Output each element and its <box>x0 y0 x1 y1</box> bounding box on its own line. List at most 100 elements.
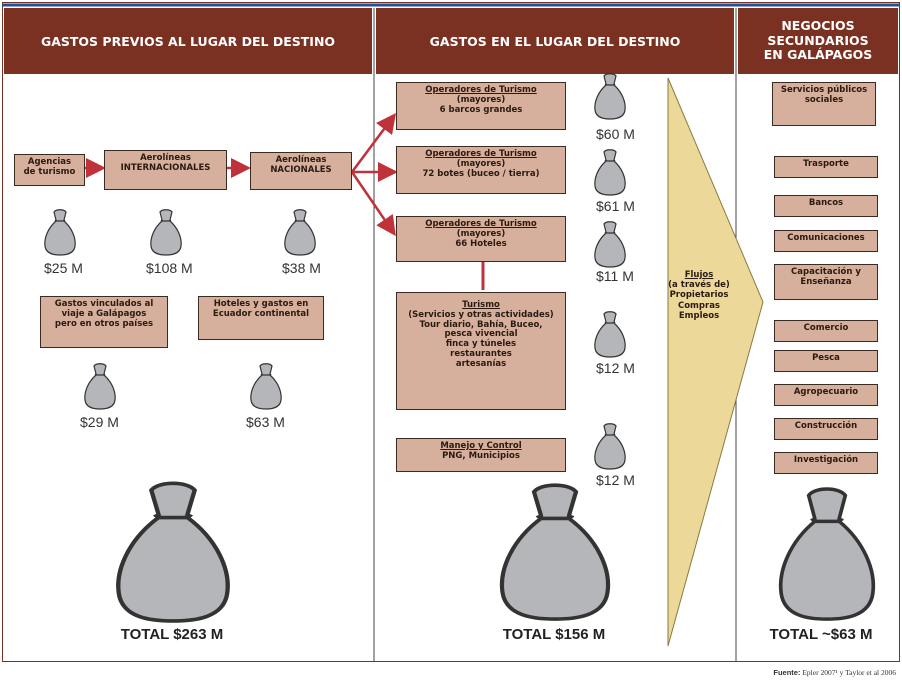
box-agencias-turismo: Agencias de turismo <box>14 154 85 186</box>
box-line: Agropecuario <box>793 387 859 397</box>
box-line: NACIONALES <box>270 164 332 175</box>
box-line: Servicios públicos <box>780 85 868 95</box>
header-negocios-line: EN GALÁPAGOS <box>763 47 873 63</box>
box-line: pero en otros países <box>54 318 154 329</box>
amount-gastos-vinculados: $29 M <box>80 414 119 430</box>
box-line: Trasporte <box>803 159 849 169</box>
box-trasporte: Trasporte <box>774 156 878 178</box>
flow-label: Flujos (a través de) Propietarios Compra… <box>668 270 730 321</box>
total-gastos-lugar: TOTAL $156 M <box>502 626 606 643</box>
header-negocios: NEGOCIOS SECUNDARIOS EN GALÁPAGOS <box>738 8 898 74</box>
box-bancos: Bancos <box>774 195 878 217</box>
box-line: Enseñanza <box>800 276 852 287</box>
box-line: de turismo <box>23 166 76 177</box>
money-bag-icon <box>44 209 76 256</box>
source-text: Epler 2007¹ y Taylor et al 2006 <box>802 668 896 677</box>
box-line: Aerolíneas <box>275 155 327 165</box>
box-line: Ecuador continental <box>212 308 310 319</box>
flow-line: Compras <box>677 300 720 311</box>
box-title: Turismo <box>462 300 500 310</box>
amount-agencias: $25 M <box>44 260 83 276</box>
diagram-frame: GASTOS PREVIOS AL LUGAR DEL DESTINO GAST… <box>2 2 900 662</box>
money-bag-icon <box>284 209 316 256</box>
money-bag-icon <box>594 423 626 470</box>
amount-aerolineas-nacionales: $38 M <box>282 260 321 276</box>
box-title: Manejo y Control <box>440 441 522 451</box>
box-line: finca y túneles <box>445 339 517 350</box>
source-label: Fuente: <box>773 668 801 677</box>
amount-manejo-control: $12 M <box>596 472 635 488</box>
box-title: Operadores de Turismo <box>425 149 537 159</box>
amount-turismo: $12 M <box>596 360 635 376</box>
box-aerolineas-internacionales: Aerolíneas INTERNACIONALES <box>104 150 227 190</box>
box-line: (Servicios y otras actividades) <box>408 309 554 320</box>
source-note: Fuente: Epler 2007¹ y Taylor et al 2006 <box>773 668 896 677</box>
box-line: Capacitación y <box>791 267 861 277</box>
box-line: Hoteles y gastos en <box>213 299 309 309</box>
box-line: Comunicaciones <box>787 233 865 243</box>
money-bag-large-icon <box>108 478 238 624</box>
box-line: Comercio <box>803 323 849 333</box>
box-turismo-servicios: Turismo (Servicios y otras actividades) … <box>396 292 566 410</box>
box-comercio: Comercio <box>774 320 878 342</box>
money-bag-icon <box>594 221 626 268</box>
box-line: artesanías <box>455 358 507 369</box>
header-negocios-line: SECUNDARIOS <box>767 32 869 48</box>
box-operadores-hoteles: Operadores de Turismo (mayores) 66 Hotel… <box>396 216 566 262</box>
header-gastos-previos-text: GASTOS PREVIOS AL LUGAR DEL DESTINO <box>40 33 336 49</box>
total-gastos-previos: TOTAL $263 M <box>120 626 224 643</box>
money-bag-icon <box>150 209 182 256</box>
box-line: 72 botes (buceo / tierra) <box>422 168 540 179</box>
flow-title: Flujos <box>684 270 714 280</box>
money-bag-icon <box>594 311 626 358</box>
box-title: Operadores de Turismo <box>425 219 537 229</box>
box-line: Agencias <box>27 157 72 167</box>
header-gastos-previos: GASTOS PREVIOS AL LUGAR DEL DESTINO <box>4 8 372 74</box>
money-bag-icon <box>250 363 282 410</box>
header-gastos-lugar-text: GASTOS EN EL LUGAR DEL DESTINO <box>429 33 681 49</box>
box-line: (mayores) <box>456 228 506 239</box>
amount-aerolineas-internacionales: $108 M <box>146 260 193 276</box>
box-servicios-publicos: Servicios públicos sociales <box>772 82 876 126</box>
box-line: viaje a Galápagos <box>61 308 147 319</box>
header-gastos-lugar: GASTOS EN EL LUGAR DEL DESTINO <box>376 8 734 74</box>
box-capacitacion: Capacitación y Enseñanza <box>774 264 878 300</box>
box-line: sociales <box>804 94 844 105</box>
amount-operadores-hoteles: $11 M <box>596 268 634 284</box>
box-line: Investigación <box>793 455 859 465</box>
box-construccion: Construcción <box>774 418 878 440</box>
box-operadores-barcos: Operadores de Turismo (mayores) 6 barcos… <box>396 82 566 130</box>
box-line: Gastos vinculados al <box>54 299 154 309</box>
total-negocios: TOTAL ~$63 M <box>769 626 873 643</box>
box-line: Bancos <box>808 198 844 208</box>
box-line: (mayores) <box>456 158 506 169</box>
box-operadores-botes: Operadores de Turismo (mayores) 72 botes… <box>396 146 566 194</box>
box-line: PNG, Municipios <box>442 450 520 461</box>
box-line: Pesca <box>812 353 840 363</box>
box-manejo-control: Manejo y Control PNG, Municipios <box>396 438 566 472</box>
amount-operadores-barcos: $60 M <box>596 126 635 142</box>
box-line: (mayores) <box>456 94 506 105</box>
money-bag-large-icon <box>778 487 876 621</box>
box-line: Construcción <box>794 421 858 431</box>
money-bag-icon <box>84 363 116 410</box>
flow-line: Empleos <box>678 310 720 321</box>
amount-operadores-botes: $61 M <box>596 198 635 214</box>
box-line: pesca vivencial <box>444 329 518 340</box>
flow-line: (a través de) <box>668 280 730 291</box>
box-hoteles-ecuador: Hoteles y gastos en Ecuador continental <box>198 296 324 340</box>
money-bag-icon <box>594 73 626 120</box>
box-agropecuario: Agropecuario <box>774 384 878 406</box>
box-line: Aerolíneas <box>140 153 191 163</box>
box-aerolineas-nacionales: Aerolíneas NACIONALES <box>250 152 352 190</box>
box-line: INTERNACIONALES <box>120 162 211 173</box>
box-investigacion: Investigación <box>774 452 878 474</box>
money-bag-large-icon <box>492 480 618 622</box>
box-line: 66 Hoteles <box>455 238 507 249</box>
header-negocios-line: NEGOCIOS <box>781 18 855 34</box>
box-title: Operadores de Turismo <box>425 85 537 95</box>
box-gastos-vinculados: Gastos vinculados al viaje a Galápagos p… <box>40 296 168 348</box>
flow-line: Propietarios <box>669 290 729 301</box>
box-line: Tour diario, Bahía, Buceo, <box>419 319 543 330</box>
box-comunicaciones: Comunicaciones <box>774 230 878 252</box>
